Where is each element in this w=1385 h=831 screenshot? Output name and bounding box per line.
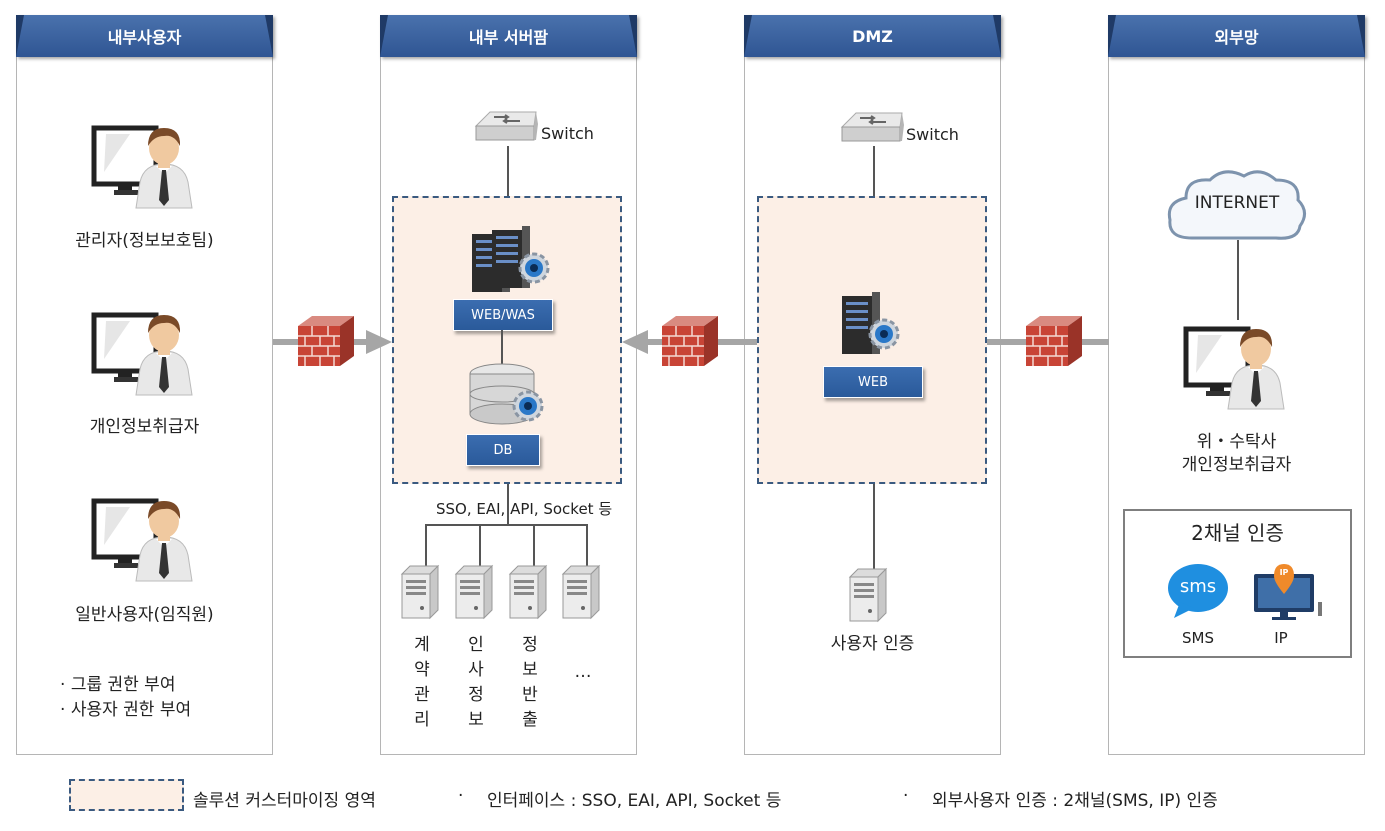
system-drop-4 [586, 524, 588, 570]
arrow-head-left-icon [622, 330, 648, 354]
server-farm-title: 내부 서버팜 [468, 28, 549, 47]
internal-users-title: 내부사용자 [107, 28, 182, 47]
legend-interface-note: 인터페이스 : SSO, EAI, API, Socket 등 [487, 791, 782, 811]
legend-bullet: · [903, 786, 909, 806]
note-bullet: · [60, 675, 66, 695]
ip-icon-text: IP [1279, 568, 1289, 577]
internet-label: INTERNET [1194, 193, 1280, 213]
system-server-icon [562, 565, 600, 619]
legend-bullet: · [458, 786, 464, 806]
internal-users-header: 내부사용자 [16, 15, 273, 57]
note-group-permission: · 그룹 권한 부여 [60, 673, 191, 698]
two-channel-auth-box [1123, 509, 1352, 658]
note-user-permission: · 사용자 권한 부여 [60, 698, 191, 723]
auth-server-icon [849, 568, 887, 622]
general-user-icon [94, 493, 194, 583]
ip-label: IP [1274, 629, 1288, 647]
privacy-handler-user-icon [94, 307, 194, 397]
server-farm-header: 내부 서버팜 [380, 15, 637, 57]
two-channel-auth-title: 2채널 인증 [1191, 521, 1284, 545]
arrow-head-right-icon [366, 330, 392, 354]
legend-external-auth-note: 외부사용자 인증 : 2채널(SMS, IP) 인증 [932, 791, 1218, 811]
dmz-title: DMZ [852, 26, 893, 46]
partner-user-label-2: 개인정보취급자 [1181, 455, 1292, 475]
system-drop-2 [479, 524, 481, 570]
internet-cloud-icon [1167, 170, 1306, 240]
admin-label: 관리자(정보보호팀) [75, 231, 214, 251]
permission-notes: · 그룹 권한 부여 · 사용자 권한 부여 [60, 673, 191, 723]
system-drop-3 [533, 524, 535, 570]
firewall-external-icon [1025, 315, 1083, 367]
system-server-icon [509, 565, 547, 619]
farm-switch-label: Switch [541, 124, 594, 143]
dmz-auth-link [873, 484, 875, 570]
admin-user-icon [94, 120, 194, 210]
system-server-icon [455, 565, 493, 619]
sms-icon [1168, 564, 1228, 618]
dmz-switch-label: Switch [906, 125, 959, 144]
sms-icon-text: sms [1179, 576, 1217, 597]
web-was-rack-icon [472, 226, 550, 292]
external-network-header: 외부망 [1108, 15, 1365, 57]
partner-user-icon [1186, 321, 1286, 411]
interface-label: SSO, EAI, API, Socket 등 [436, 500, 613, 518]
web-db-link [501, 330, 503, 364]
firewall-dmz-icon [661, 315, 719, 367]
farm-switch-icon [475, 111, 539, 141]
partner-user-label-1: 위・수탁사 [1196, 432, 1277, 452]
note-bullet: · [60, 700, 66, 720]
ip-monitor-icon [1254, 564, 1322, 620]
internet-user-link [1237, 240, 1239, 320]
sms-label: SMS [1182, 629, 1214, 647]
firewall-internal-icon [297, 315, 355, 367]
db-icon [469, 363, 544, 425]
system-contract-label: 계 약 관 리 [414, 635, 430, 730]
farm-switch-link [507, 146, 509, 196]
dmz-switch-icon [841, 112, 905, 142]
db-tag: DB [466, 434, 540, 466]
dmz-web-tag: WEB [823, 366, 923, 398]
web-was-tag: WEB/WAS [453, 299, 553, 331]
legend-custom-swatch [69, 779, 184, 811]
privacy-handler-label: 개인정보취급자 [89, 417, 200, 437]
dmz-web-server-icon [842, 292, 900, 354]
general-user-label: 일반사용자(임직원) [75, 605, 214, 625]
system-server-icon [401, 565, 439, 619]
dmz-header: DMZ [744, 15, 1001, 57]
system-drop-1 [425, 524, 427, 570]
note-text: 사용자 권한 부여 [70, 700, 192, 720]
external-network-title: 외부망 [1214, 28, 1259, 47]
note-text: 그룹 권한 부여 [70, 675, 176, 695]
farm-interface-link [507, 484, 509, 526]
user-auth-label: 사용자 인증 [830, 634, 915, 654]
systems-bus [425, 524, 587, 526]
system-more-label: … [574, 662, 592, 682]
dmz-switch-link [873, 146, 875, 196]
system-export-label: 정 보 반 출 [522, 635, 538, 730]
system-hr-label: 인 사 정 보 [468, 635, 484, 730]
legend-custom-label: 솔루션 커스터마이징 영역 [193, 791, 376, 811]
